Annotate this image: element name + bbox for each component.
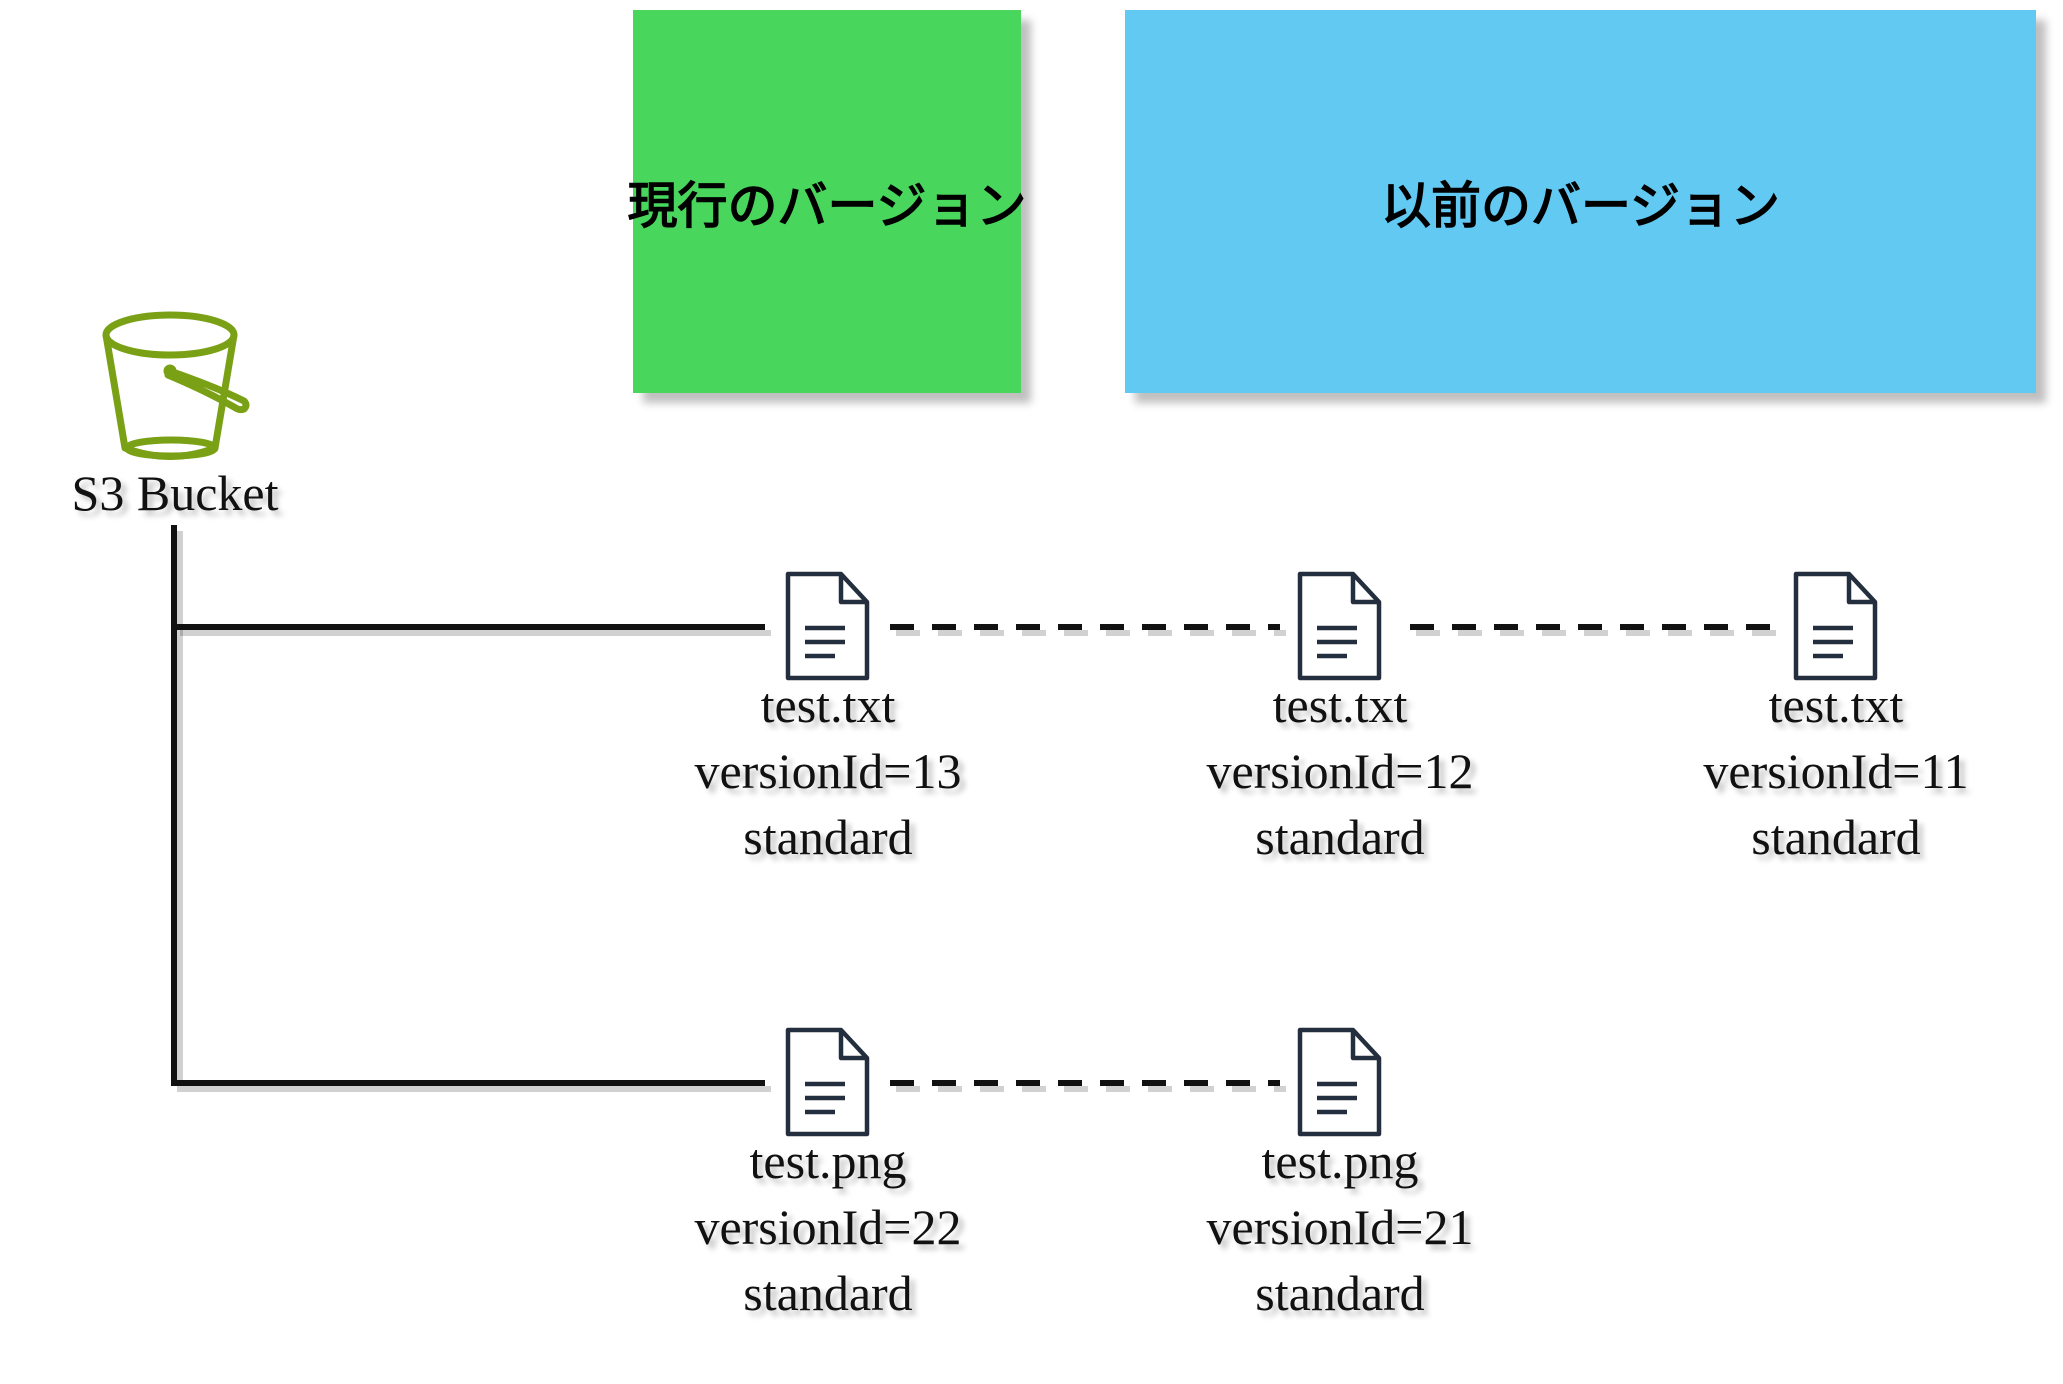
document-icon: [783, 570, 873, 682]
object-version-label: test.txt versionId=12 standard: [1160, 672, 1520, 870]
storage-class: standard: [743, 1265, 913, 1321]
version-id: versionId=13: [694, 743, 962, 799]
document-icon: [783, 1026, 873, 1138]
previous-version-label: 以前のバージョン: [1381, 176, 1780, 235]
version-id: versionId=12: [1206, 743, 1474, 799]
storage-class: standard: [1255, 809, 1425, 865]
object-name: test.txt: [1768, 677, 1904, 733]
object-version-label: test.png versionId=22 standard: [648, 1128, 1008, 1326]
bucket-name: S3 Bucket: [71, 465, 279, 521]
version-id: versionId=11: [1703, 743, 1969, 799]
document-icon: [1295, 570, 1385, 682]
object-name: test.txt: [760, 677, 896, 733]
object-version-label: test.png versionId=21 standard: [1160, 1128, 1520, 1326]
storage-class: standard: [743, 809, 913, 865]
current-version-label: 現行のバージョン: [627, 176, 1027, 235]
storage-class: standard: [1751, 809, 1921, 865]
version-id: versionId=21: [1206, 1199, 1474, 1255]
previous-version-header: 以前のバージョン: [1125, 10, 2036, 393]
object-version-label: test.txt versionId=11 standard: [1656, 672, 2016, 870]
object-version-label: test.txt versionId=13 standard: [648, 672, 1008, 870]
document-icon: [1295, 1026, 1385, 1138]
bucket-label: S3 Bucket: [40, 460, 310, 526]
version-id: versionId=22: [694, 1199, 962, 1255]
storage-class: standard: [1255, 1265, 1425, 1321]
object-name: test.png: [749, 1133, 907, 1189]
s3-bucket-icon: [102, 311, 250, 460]
bucket-trunk-line: [171, 525, 765, 1086]
document-icon: [1791, 570, 1881, 682]
object-name: test.txt: [1272, 677, 1408, 733]
current-version-header: 現行のバージョン: [628, 10, 1027, 393]
object-name: test.png: [1261, 1133, 1419, 1189]
